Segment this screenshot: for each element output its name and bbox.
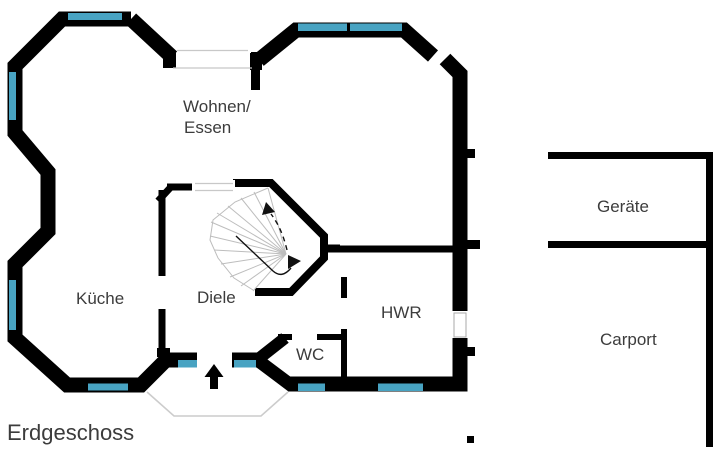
east-and-south-exterior-wall (288, 53, 468, 392)
wall-tick (466, 240, 480, 249)
entrance-porch-outline (146, 391, 289, 417)
room-label-kitchen: Küche (76, 289, 124, 308)
stair-treads (209, 187, 287, 292)
windows (9, 13, 423, 391)
staircase (209, 187, 301, 292)
window-vestibule-right (234, 360, 256, 368)
exterior-walls (7, 11, 468, 393)
window-kitchen-south (88, 383, 128, 391)
room-label-living-line1: Wohnen/ (183, 97, 251, 116)
wall-end-block (163, 51, 176, 68)
equipment-south-wall (548, 241, 713, 248)
entrance-arrow-icon (204, 364, 224, 389)
entrance-door-gap (197, 350, 232, 370)
window-vestibule-left (178, 360, 197, 368)
stair-walk-line-dashed (270, 213, 288, 251)
carport-structure (467, 152, 713, 447)
west-exterior-wall (7, 11, 257, 393)
room-label-hallway: Diele (197, 288, 236, 307)
wall-tick (466, 149, 475, 158)
equipment-north-wall (548, 152, 713, 159)
utility-door-leaf (453, 312, 467, 338)
wall-stub (251, 52, 260, 90)
bay-diagonal-wall (125, 13, 178, 63)
window-south-wc (298, 383, 325, 391)
wall-tick (466, 347, 475, 356)
interior-walls (155, 149, 480, 385)
room-label-carport: Carport (600, 330, 657, 349)
stair-arrow-up (262, 202, 275, 215)
carport-east-wall (706, 152, 713, 447)
floor-title: Erdgeschoss (7, 420, 134, 445)
window-bay-top (68, 13, 122, 20)
wc-door-gap (292, 331, 317, 342)
window-mullion (347, 23, 350, 32)
room-label-living-line2: Essen (184, 118, 231, 137)
north-exterior-wall (254, 22, 439, 66)
wall-corner-block (157, 348, 170, 357)
door-openings (156, 180, 469, 370)
window-south-utility (378, 383, 423, 391)
window-west-upper (9, 72, 16, 120)
room-labels: Wohnen/ Essen Küche Diele WC HWR Geräte … (76, 97, 657, 364)
room-label-wc: WC (296, 345, 324, 364)
wc-diagonal-wall-lower (252, 353, 296, 392)
stair-walk-line (235, 235, 292, 276)
window-west-kitchen (9, 280, 16, 330)
room-label-equipment: Geräte (597, 197, 649, 216)
carport-post (467, 436, 474, 443)
opening-lines (173, 49, 252, 192)
stair-footprint-outline (209, 187, 269, 291)
kitchen-hall-door-gap (156, 276, 167, 309)
stair-arrow-start (288, 255, 301, 269)
room-label-utility: HWR (381, 303, 422, 322)
